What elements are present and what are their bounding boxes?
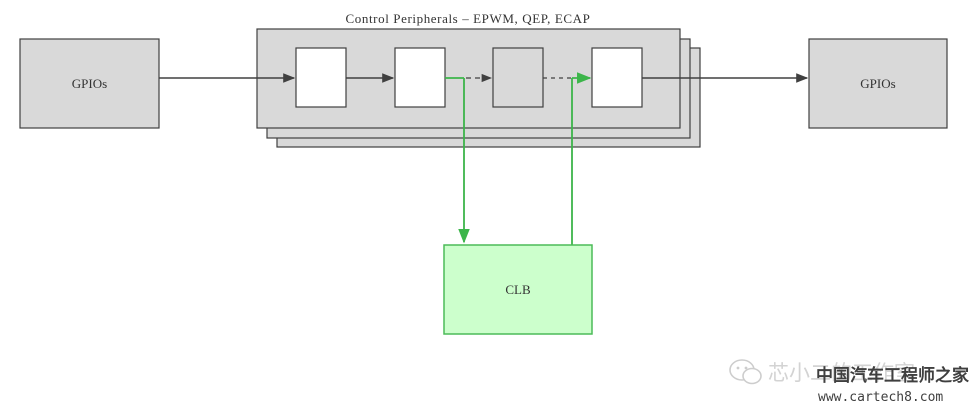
watermark: 芯小二的工作室 中国汽车工程师之家 www.cartech8.com	[729, 359, 969, 405]
input-gpio-label: GPIOs	[72, 76, 107, 91]
wechat-icon	[729, 359, 762, 385]
peripheral-block-3	[492, 47, 544, 108]
clb-box	[443, 244, 593, 335]
output-gpio-box	[808, 38, 948, 129]
output-gpio-label: GPIOs	[860, 76, 895, 91]
peripheral-block-2	[394, 47, 446, 108]
watermark-site-url: www.cartech8.com	[818, 390, 943, 405]
peripheral-block-1	[295, 47, 347, 108]
watermark-account: 芯小二的工作室	[768, 361, 915, 385]
watermark-site-name: 中国汽车工程师之家	[816, 365, 969, 386]
clb-label: CLB	[505, 282, 531, 297]
diagram-title: Control Peripherals – EPWM, QEP, ECAP	[345, 11, 590, 26]
peripheral-block-4	[591, 47, 643, 108]
input-gpio-box	[19, 38, 160, 129]
